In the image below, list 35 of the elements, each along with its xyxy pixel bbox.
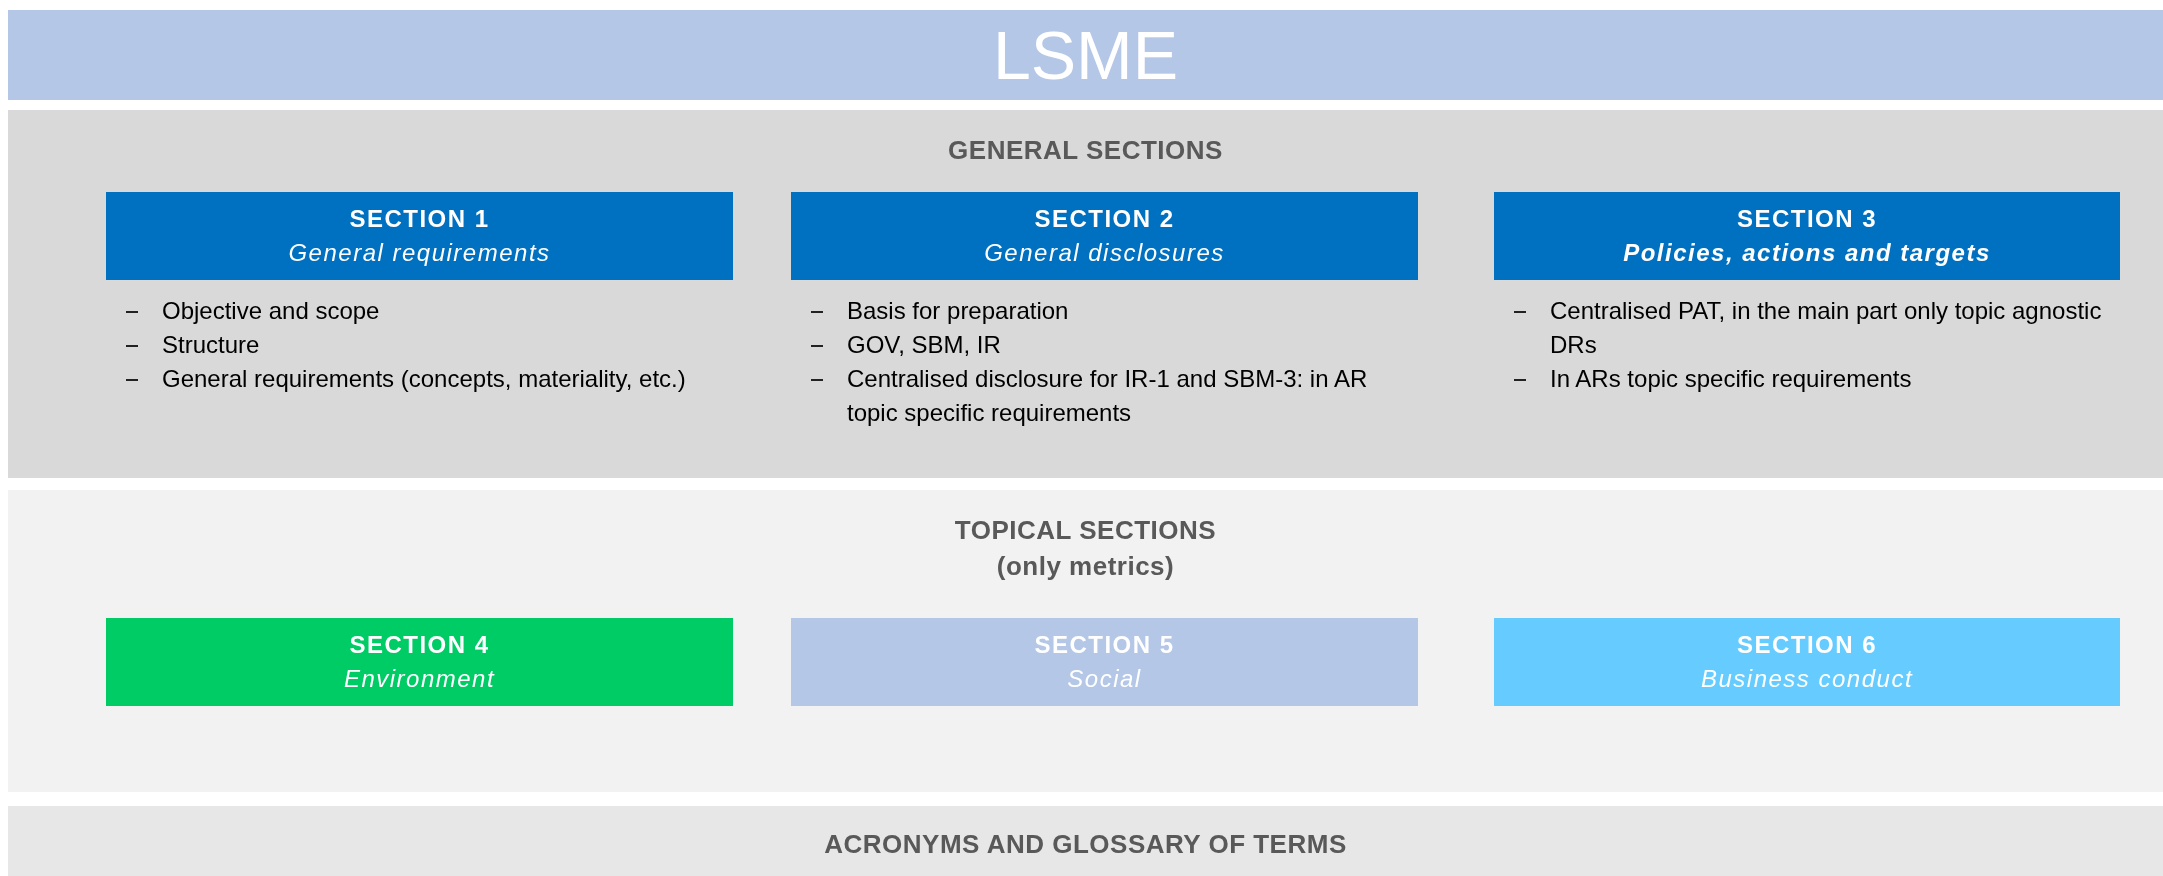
section-number: SECTION 3 xyxy=(1736,204,1878,234)
bullet-text: Objective and scope xyxy=(162,296,380,326)
section-header-box xyxy=(1494,618,2120,706)
section-subtitle: Social xyxy=(1067,664,1142,694)
section-header-box xyxy=(106,618,733,706)
section-band xyxy=(8,490,2163,792)
section-band xyxy=(8,806,2163,876)
section-number: SECTION 6 xyxy=(1736,630,1878,660)
section-subtitle: Business conduct xyxy=(1700,664,1914,694)
section-header-box xyxy=(791,192,1418,280)
section-number: SECTION 4 xyxy=(349,630,490,660)
section-header-box xyxy=(106,192,733,280)
title-text: LSME xyxy=(991,16,1180,95)
section-band xyxy=(8,110,2163,478)
section-subtitle: General disclosures xyxy=(984,238,1225,268)
band-heading: ACRONYMS AND GLOSSARY OF TERMS xyxy=(824,828,1347,861)
band-heading: TOPICAL SECTIONS xyxy=(954,514,1217,547)
bullet-text: Structure xyxy=(162,330,260,360)
bullet-text: Basis for preparation xyxy=(847,296,1069,326)
section-subtitle: General requirements xyxy=(288,238,551,268)
bullet-text: General requirements (concepts, materiality, etc.) xyxy=(162,364,686,394)
bullet-text: Centralised disclosure for IR-1 and SBM-3: in AR topic specific requirements xyxy=(847,364,1369,428)
title-banner xyxy=(8,10,2163,100)
section-number: SECTION 2 xyxy=(1034,204,1175,234)
band-heading: (only metrics) xyxy=(996,550,1175,583)
bullet-text: In ARs topic specific requirements xyxy=(1550,364,1912,394)
bullet-text: GOV, SBM, IR xyxy=(847,330,1001,360)
section-subtitle: Policies, actions and targets xyxy=(1623,238,1991,268)
section-header-box xyxy=(791,618,1418,706)
bullet-text: Centralised PAT, in the main part only topic agnostic DRs xyxy=(1550,296,2103,360)
section-header-box xyxy=(1494,192,2120,280)
band-heading: GENERAL SECTIONS xyxy=(948,134,1223,167)
section-number: SECTION 5 xyxy=(1034,630,1175,660)
section-subtitle: Environment xyxy=(343,664,496,694)
section-number: SECTION 1 xyxy=(349,204,490,234)
